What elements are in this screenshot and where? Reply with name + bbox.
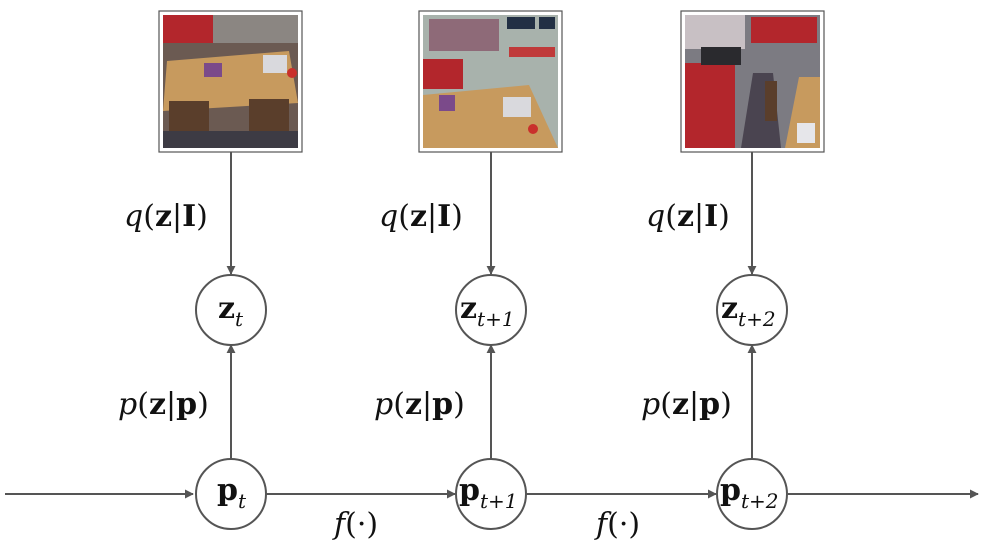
label-p-t+1: p(z|p) [374, 387, 465, 422]
label-q-t: q(z|I) [124, 199, 208, 234]
svg-text:f(·): f(·) [594, 507, 640, 542]
label-q-t+2: q(z|I) [646, 199, 730, 234]
node-p-t+1: pt+1 [455, 458, 527, 530]
svg-text:p(z|p): p(z|p) [374, 387, 465, 422]
node-p-t: pt [195, 458, 267, 530]
label-p-t+2: p(z|p) [641, 387, 732, 422]
svg-text:pt: pt [217, 473, 247, 513]
node-z-t+2: zt+2 [716, 274, 788, 346]
svg-text:q(z|I): q(z|I) [646, 199, 730, 234]
svg-text:pt+2: pt+2 [720, 473, 779, 513]
label-f-1: f(·) [332, 507, 378, 542]
svg-text:q(z|I): q(z|I) [124, 199, 208, 234]
node-p-t+2: pt+2 [716, 458, 788, 530]
svg-text:p(z|p): p(z|p) [118, 387, 209, 422]
svg-text:zt: zt [218, 291, 244, 331]
node-z-t+1: zt+1 [455, 274, 527, 346]
edges [5, 152, 979, 499]
svg-text:pt+1: pt+1 [459, 473, 518, 513]
svg-text:zt+1: zt+1 [460, 291, 515, 331]
image-frame-t+2 [680, 10, 825, 153]
node-z-t: zt [195, 274, 267, 346]
svg-text:zt+2: zt+2 [721, 291, 776, 331]
svg-text:f(·): f(·) [332, 507, 378, 542]
image-frame-t+1 [418, 10, 563, 153]
svg-text:p(z|p): p(z|p) [641, 387, 732, 422]
image-frame-t [158, 10, 303, 153]
label-f-2: f(·) [594, 507, 640, 542]
svg-text:q(z|I): q(z|I) [379, 199, 463, 234]
label-p-t: p(z|p) [118, 387, 209, 422]
label-q-t+1: q(z|I) [379, 199, 463, 234]
